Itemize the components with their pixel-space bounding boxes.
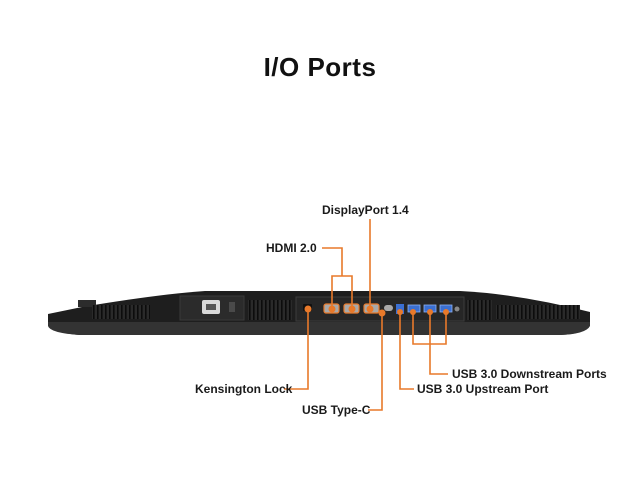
callout-lines [284,219,448,411]
usb-downstream-dot-3 [443,309,449,315]
usb-downstream-dot-1 [410,309,416,315]
kensington-dot [304,305,312,313]
usb-c-label: USB Type-C [302,403,371,417]
stand-clip [78,300,96,307]
hdmi-dot-1 [328,305,336,313]
monitor-body [48,291,590,335]
usb-c-dot [378,309,386,317]
displayport-dot [366,305,374,313]
hdmi-label: HDMI 2.0 [266,241,317,255]
usb-downstream-dot-2 [427,309,433,315]
vent-right-inner [466,300,492,320]
callout-dots [304,305,449,317]
usb-upstream-dot [397,309,403,315]
audio-jack [454,306,460,312]
kensington-callout-line [284,307,309,390]
usb-c-callout-line [368,311,383,411]
power-switch-icon [229,302,235,312]
io-panel [295,296,465,322]
displayport-label: DisplayPort 1.4 [322,203,409,217]
power-socket-pins [206,304,216,310]
hdmi-dot-2 [348,305,356,313]
vent-left-inner [248,300,292,320]
vent-right-outer [496,305,580,319]
usb-c-port [384,305,393,311]
monitor-bezel-edge [48,322,590,335]
kensington-label: Kensington Lock [195,382,293,396]
usb-upstream-callout-line [399,311,414,390]
vent-left-outer [92,305,150,319]
usb-upstream-label: USB 3.0 Upstream Port [417,382,549,396]
page-title: I/O Ports [263,52,377,82]
hdmi-callout-bracket [331,275,353,307]
usb-downstream-callout-mid [429,311,448,375]
usb-downstream-label: USB 3.0 Downstream Ports [452,367,607,381]
hdmi-callout-line [322,247,343,276]
